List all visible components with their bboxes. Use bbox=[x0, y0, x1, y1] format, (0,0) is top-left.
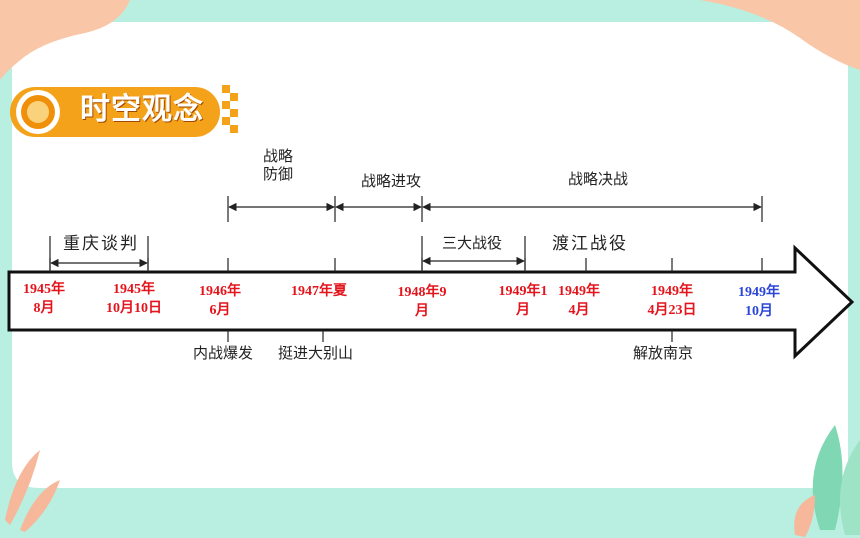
phase-offense-label: 战略进攻 bbox=[360, 172, 422, 190]
event-dabie-label: 挺进大别山 bbox=[278, 344, 354, 362]
header-badge bbox=[10, 85, 238, 137]
phase-defense-label: 战略 防御 bbox=[262, 147, 294, 183]
event-civil-war-label: 内战爆发 bbox=[193, 344, 254, 362]
leaf-decoration-left bbox=[5, 450, 60, 532]
event-nanjing-label: 解放南京 bbox=[633, 344, 694, 362]
phase-brackets bbox=[227, 196, 763, 222]
timeline-arrow bbox=[7, 244, 855, 360]
date-1947-summer: 1947年夏 bbox=[291, 284, 347, 299]
event-crossing-river-label: 渡江战役 bbox=[552, 234, 628, 254]
event-three-campaigns-label: 三大战役 bbox=[441, 234, 503, 252]
event-brackets bbox=[49, 236, 526, 270]
corner-blob-top-right bbox=[700, 0, 860, 70]
section-title: 时空观念 bbox=[80, 92, 204, 127]
phase-decisive-label: 战略决战 bbox=[567, 170, 629, 188]
event-chongqing-label: 重庆谈判 bbox=[63, 234, 139, 254]
corner-blob-top-left bbox=[0, 0, 130, 80]
leaf-decoration-right bbox=[794, 425, 860, 537]
badge-checker bbox=[222, 85, 238, 133]
badge-bar bbox=[10, 87, 220, 137]
